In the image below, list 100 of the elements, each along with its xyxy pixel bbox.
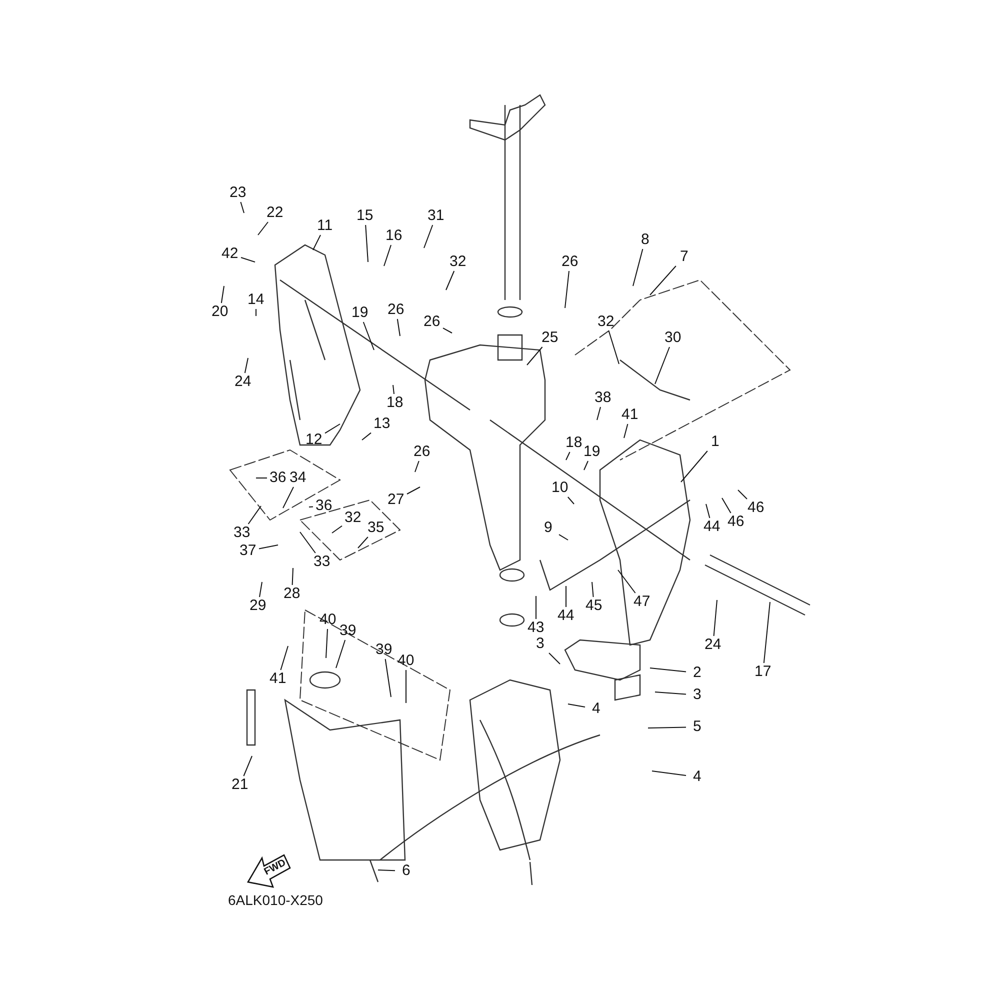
leader-line xyxy=(326,628,328,658)
callout-number: 28 xyxy=(284,586,300,602)
callout-number: 9 xyxy=(544,520,552,536)
leader-line xyxy=(592,582,594,598)
leader-line xyxy=(282,486,294,508)
callout-number: 4 xyxy=(592,701,600,717)
leader-line xyxy=(358,536,368,548)
leader-line xyxy=(654,346,670,384)
leader-line xyxy=(652,770,686,776)
callout-number: 40 xyxy=(320,612,336,628)
leader-line xyxy=(584,460,588,470)
leader-line xyxy=(446,270,455,290)
callout-number: 46 xyxy=(748,500,764,516)
leader-line xyxy=(280,646,288,670)
callout-number: 41 xyxy=(270,671,286,687)
leader-line xyxy=(384,658,392,698)
leader-line xyxy=(648,726,686,728)
callout-number: 32 xyxy=(450,254,466,270)
callout-number: 33 xyxy=(234,525,250,541)
callout-number: 40 xyxy=(398,653,414,669)
callout-number: 44 xyxy=(704,519,720,535)
callout-number: 34 xyxy=(290,470,306,486)
leader-line xyxy=(332,525,342,534)
leader-line xyxy=(248,506,262,524)
callout-number: 44 xyxy=(558,608,574,624)
leader-line xyxy=(378,870,396,872)
leader-line xyxy=(567,496,574,504)
leader-line xyxy=(713,600,718,636)
callout-number: 7 xyxy=(680,249,688,265)
leader-line xyxy=(763,602,770,664)
callout-number: 26 xyxy=(414,444,430,460)
callout-number: 4 xyxy=(693,769,702,785)
leader-line xyxy=(258,222,268,236)
leader-line xyxy=(324,424,340,434)
callout-number: 38 xyxy=(594,390,612,406)
leader-line xyxy=(362,322,374,350)
callout-number: 26 xyxy=(388,302,404,318)
leader-line xyxy=(258,544,278,550)
callout-number: 29 xyxy=(250,598,266,614)
callout-number: 36 xyxy=(270,470,286,486)
leader-line xyxy=(738,490,748,500)
callout-number: 24 xyxy=(234,374,252,390)
callout-number: 2 xyxy=(693,665,702,681)
callout-number: 23 xyxy=(230,185,246,201)
callout-number: 8 xyxy=(641,232,650,248)
leader-line xyxy=(362,432,372,440)
callout-number: 33 xyxy=(314,554,330,570)
callout-number: 10 xyxy=(552,480,568,496)
leader-line xyxy=(632,248,644,286)
callout-number: 14 xyxy=(248,292,264,308)
callout-number: 11 xyxy=(317,218,333,234)
leader-line xyxy=(526,346,543,366)
callout-number: 47 xyxy=(634,594,650,610)
leader-line xyxy=(650,668,686,672)
leader-line xyxy=(259,582,262,598)
callout-number: 27 xyxy=(388,492,404,508)
leader-line xyxy=(442,328,452,334)
leader-line xyxy=(424,224,434,248)
leader-line xyxy=(406,486,420,494)
leader-line xyxy=(618,570,636,594)
callout-number: 18 xyxy=(566,435,582,451)
drawing-code: 6ALK010-X250 xyxy=(228,892,323,908)
callout-number: 26 xyxy=(424,314,440,330)
leader-line xyxy=(308,506,314,508)
callout-number: 19 xyxy=(584,444,600,460)
callout-number: 31 xyxy=(428,208,444,224)
callout-number: 32 xyxy=(598,314,614,330)
callout-number: 22 xyxy=(266,205,284,221)
leader-line xyxy=(336,640,346,668)
leader-line xyxy=(608,330,620,364)
callout-number: 36 xyxy=(316,498,332,514)
leader-line xyxy=(680,450,708,482)
leader-line xyxy=(220,286,224,304)
leader-line xyxy=(624,424,628,438)
callout-number: 5 xyxy=(693,719,702,735)
callout-number: 42 xyxy=(222,246,238,262)
leader-line xyxy=(312,234,321,250)
leader-line xyxy=(706,504,710,518)
callout-number: 37 xyxy=(240,543,256,559)
callout-number: 24 xyxy=(704,637,722,653)
leader-line xyxy=(596,406,601,420)
callout-number: 32 xyxy=(344,510,362,526)
leader-line xyxy=(650,266,676,296)
leader-line xyxy=(566,452,570,460)
callout-number: 3 xyxy=(536,636,544,652)
leader-line xyxy=(414,460,420,472)
callout-number: 41 xyxy=(622,407,638,423)
leader-line xyxy=(240,257,256,262)
callout-number: 45 xyxy=(586,598,602,614)
callout-number: 12 xyxy=(306,432,322,448)
callout-number: 30 xyxy=(664,330,682,346)
leader-line xyxy=(564,270,570,308)
leader-line xyxy=(568,704,586,708)
callout-number: 6 xyxy=(402,863,410,879)
callout-number: 35 xyxy=(368,520,384,536)
leader-line xyxy=(365,224,368,262)
leader-line xyxy=(384,244,392,266)
leader-line xyxy=(558,534,568,540)
callout-number: 18 xyxy=(386,395,404,411)
callout-number: 26 xyxy=(562,254,578,270)
